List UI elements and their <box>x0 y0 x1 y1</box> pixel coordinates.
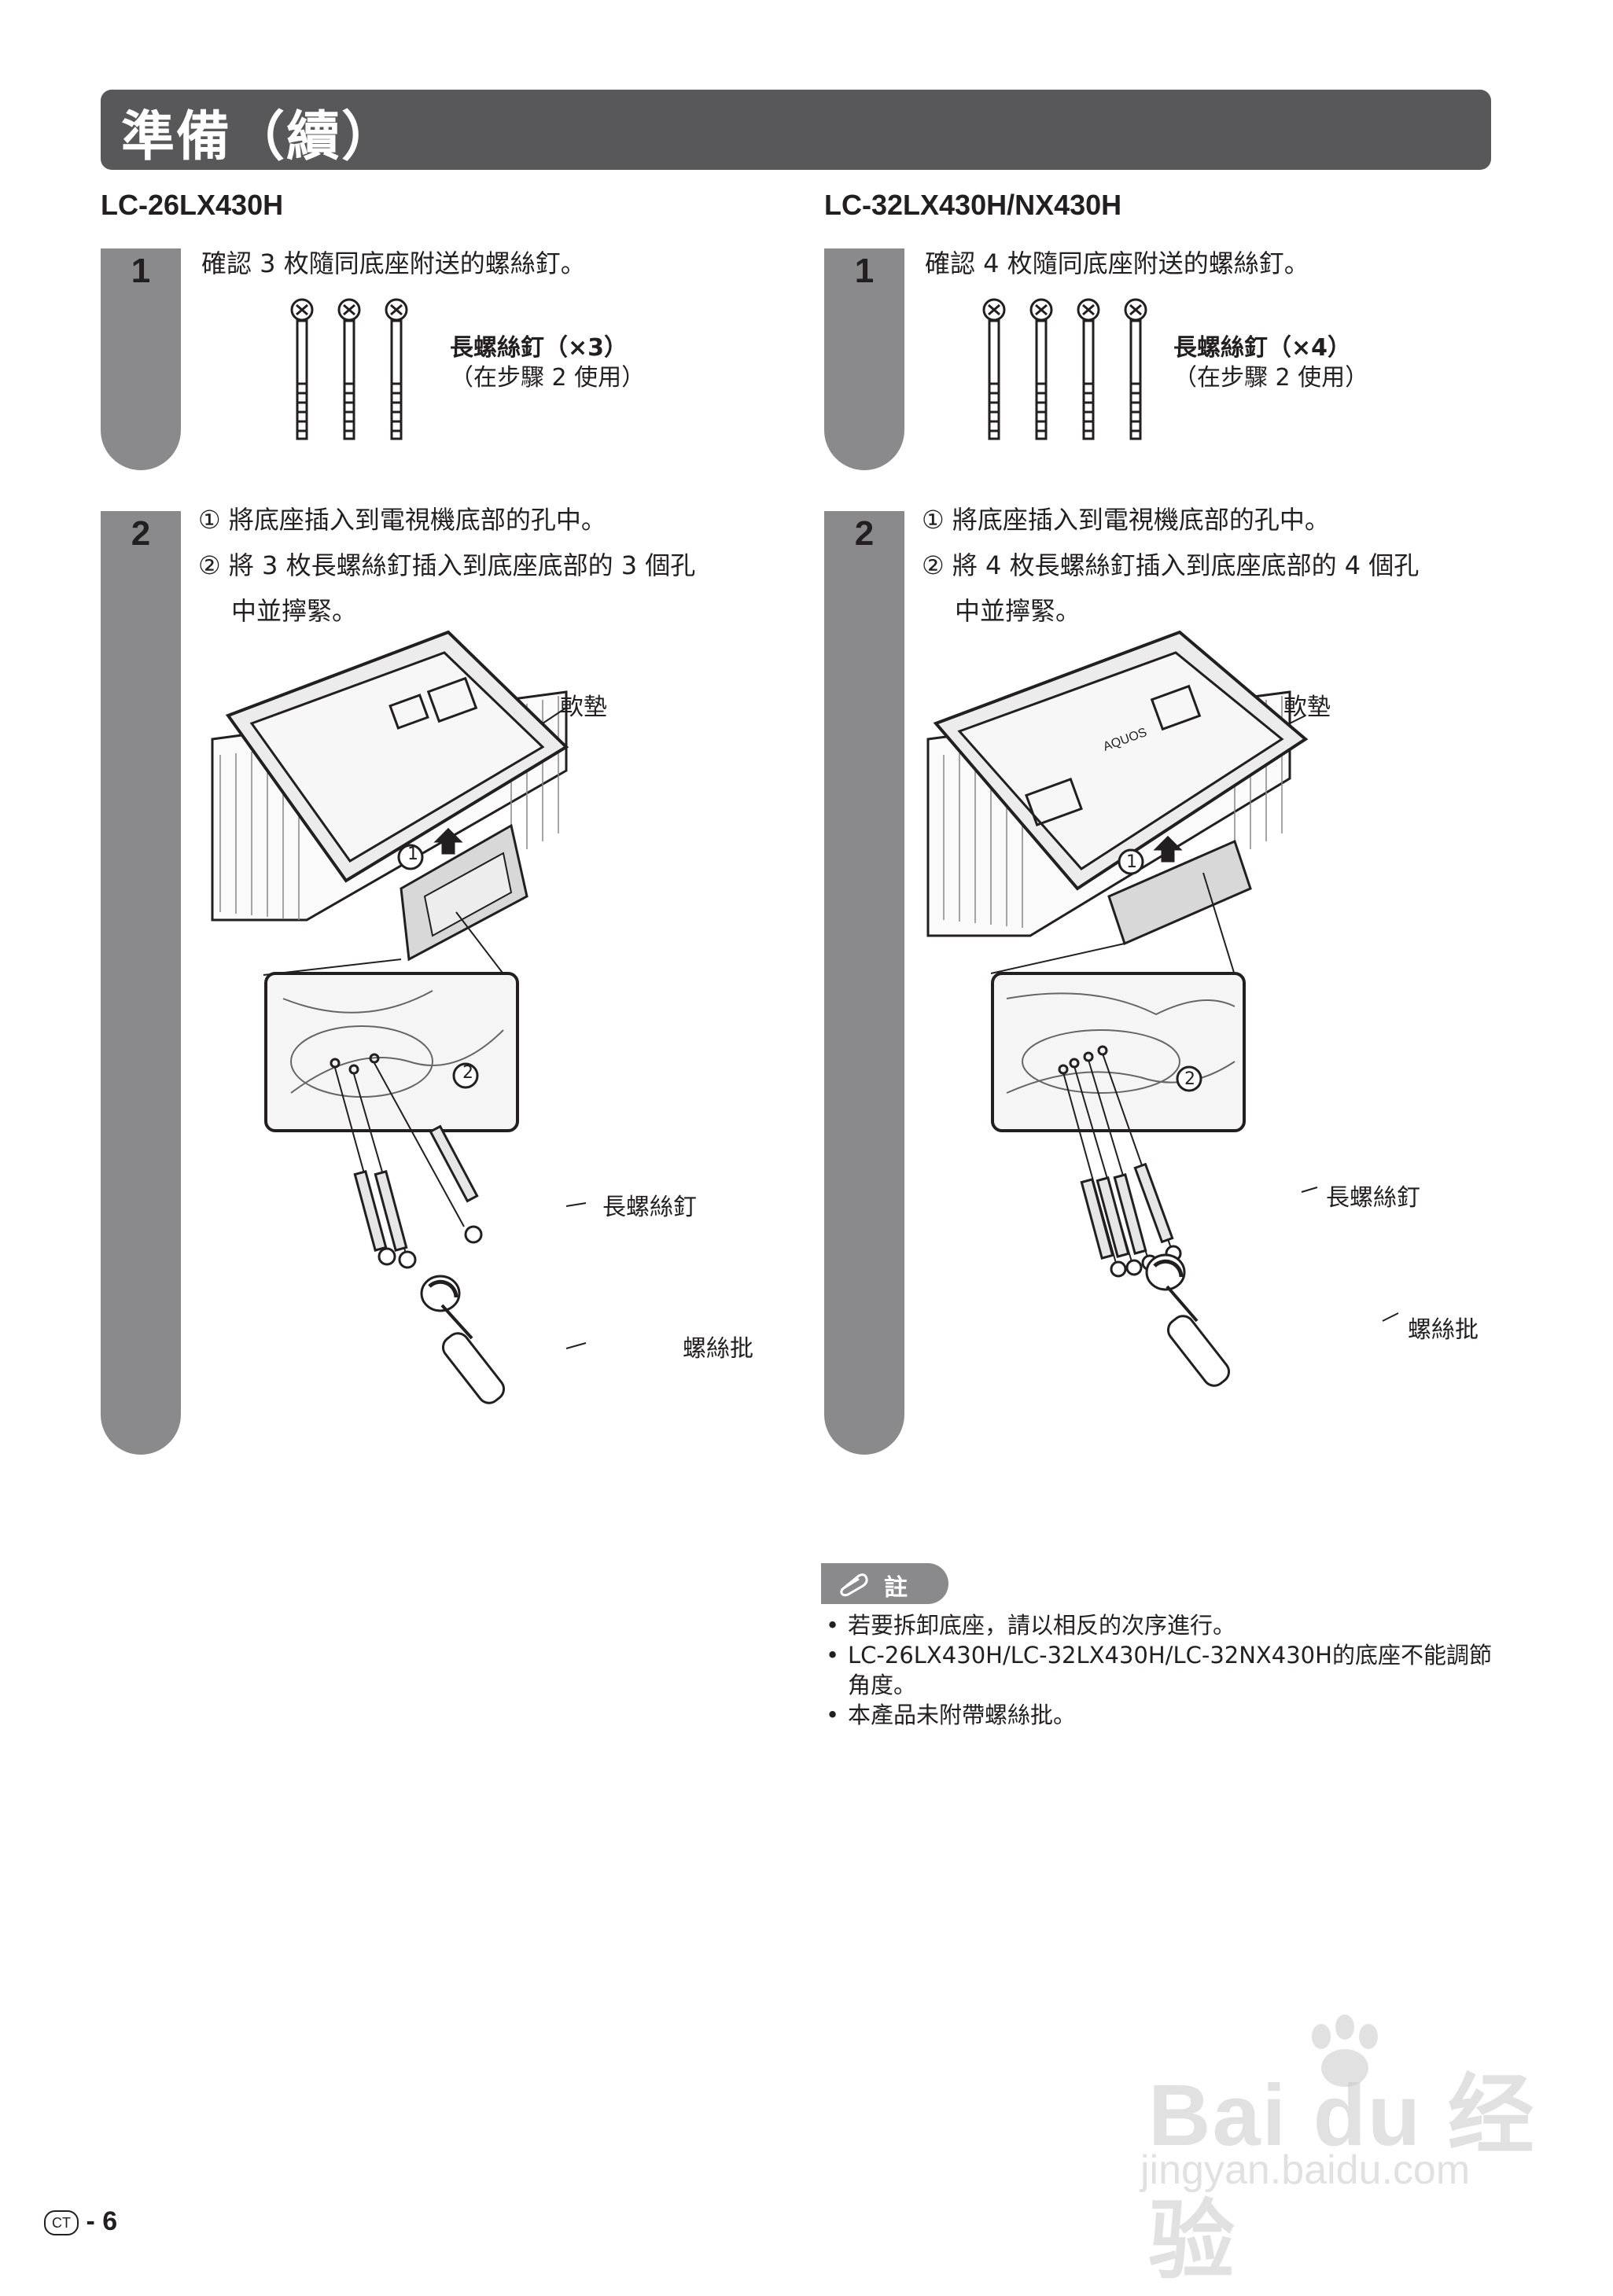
screw-label-right: 長螺絲釘 <box>1326 1184 1420 1212</box>
step-2-bar-left: 2 <box>101 511 181 1455</box>
screw-icon <box>982 298 1006 440</box>
screw-label: 長螺絲釘（×3） <box>450 334 628 362</box>
callout-2-left: 2 <box>462 1063 473 1083</box>
screw-icon <box>337 298 361 440</box>
screw-icons-left <box>290 298 408 440</box>
page-footer: CT - 6 <box>44 2206 117 2237</box>
screw-icon <box>1029 298 1053 440</box>
screw-icon <box>290 298 314 440</box>
screw-icon <box>1124 298 1147 440</box>
step-number: 2 <box>131 514 151 553</box>
callout-2-right: 2 <box>1184 1069 1195 1089</box>
pad-label-right: 軟墊 <box>1283 694 1331 721</box>
paperclip-icon <box>840 1573 868 1597</box>
screw-icons-right <box>982 298 1147 440</box>
note-label: 註 <box>884 1574 908 1602</box>
instruction-line: 中並擰緊。 <box>955 596 1081 626</box>
note-item: 本產品未附帶螺絲批。 <box>824 1700 1501 1730</box>
step-1-text-right: 確認 4 枚隨同底座附送的螺絲釘。 <box>925 248 1309 278</box>
step-2-bar-right: 2 <box>824 511 904 1455</box>
instruction-line: ① 將底座插入到電視機底部的孔中。 <box>922 505 1330 535</box>
note-item: LC-26LX430H/LC-32LX430H/LC-32NX430H的底座不能… <box>824 1640 1501 1700</box>
note-tab: 註 <box>821 1563 948 1604</box>
tv-stand-illustration-right: AQUOS <box>926 630 1399 1387</box>
step-number: 2 <box>854 514 875 553</box>
page-number: - 6 <box>86 2206 118 2236</box>
step-2-text-right: ① 將底座插入到電視機底部的孔中。 ② 將 4 枚長螺絲釘插入到底座底部的 4 … <box>922 497 1419 634</box>
step-number: 1 <box>854 252 875 290</box>
pad-label-left: 軟墊 <box>560 694 607 721</box>
screw-caption-left: 長螺絲釘（×3） （在步驟 2 使用） <box>450 333 645 393</box>
screw-caption-right: 長螺絲釘（×4） （在步驟 2 使用） <box>1173 333 1368 393</box>
paw-logo-icon <box>1312 2015 1378 2087</box>
watermark-url: jingyan.baidu.com <box>1140 2147 1471 2193</box>
screw-icon <box>1077 298 1100 440</box>
screwdriver-label-left: 螺絲批 <box>683 1335 753 1363</box>
note-list: 若要拆卸底座，請以相反的次序進行。 LC-26LX430H/LC-32LX430… <box>824 1610 1501 1730</box>
step-number: 1 <box>131 252 151 290</box>
screw-icon <box>385 298 408 440</box>
section-title-bar: 準備（續） <box>101 90 1491 170</box>
screw-sublabel: （在步驟 2 使用） <box>450 364 646 392</box>
note-item: 若要拆卸底座，請以相反的次序進行。 <box>824 1610 1501 1640</box>
instruction-line: ① 將底座插入到電視機底部的孔中。 <box>198 505 606 535</box>
tv-stand-illustration-left <box>211 630 587 1404</box>
screw-label-left: 長螺絲釘 <box>602 1194 697 1221</box>
step-1-bar-right: 1 <box>824 248 904 470</box>
model-heading-left: LC-26LX430H <box>101 189 284 221</box>
screw-sublabel: （在步驟 2 使用） <box>1173 364 1369 392</box>
step-2-text-left: ① 將底座插入到電視機底部的孔中。 ② 將 3 枚長螺絲釘插入到底座底部的 3 … <box>198 497 695 634</box>
screw-label: 長螺絲釘（×4） <box>1173 334 1352 362</box>
screwdriver-label-right: 螺絲批 <box>1408 1316 1479 1344</box>
language-badge: CT <box>44 2210 79 2236</box>
callout-1-right: 1 <box>1126 852 1137 872</box>
step-1-bar-left: 1 <box>101 248 181 470</box>
page-title: 準備（續） <box>121 106 397 168</box>
step-1-text-left: 確認 3 枚隨同底座附送的螺絲釘。 <box>201 248 586 278</box>
instruction-line: 中並擰緊。 <box>231 596 358 626</box>
baidu-watermark: Bai du 经验 jingyan.baidu.com <box>1132 2013 1541 2290</box>
model-heading-right: LC-32LX430H/NX430H <box>824 189 1122 221</box>
callout-1-left: 1 <box>407 844 418 864</box>
instruction-line: ② 將 4 枚長螺絲釘插入到底座底部的 4 個孔 <box>922 550 1420 580</box>
instruction-line: ② 將 3 枚長螺絲釘插入到底座底部的 3 個孔 <box>198 550 696 580</box>
